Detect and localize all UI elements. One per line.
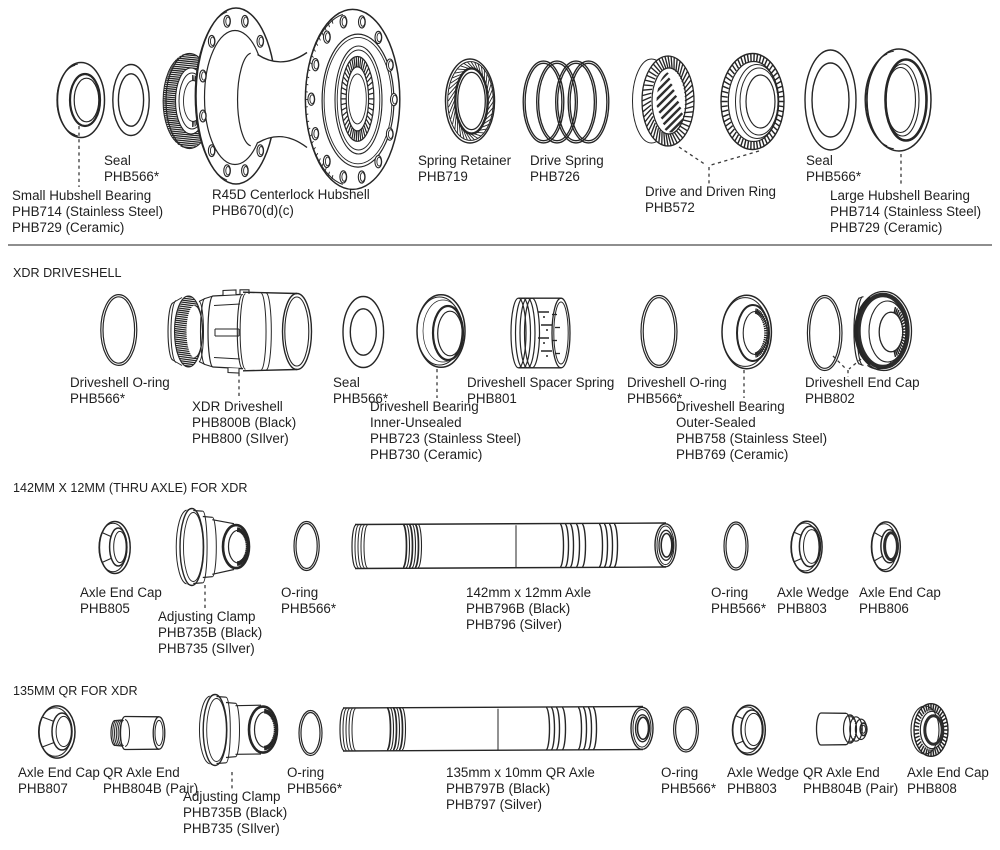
svg-text:PHB735B (Black): PHB735B (Black) — [158, 625, 262, 640]
svg-text:PHB796 (Silver): PHB796 (Silver) — [466, 617, 562, 632]
svg-text:PHB730 (Ceramic): PHB730 (Ceramic) — [370, 447, 482, 462]
svg-text:PHB804B (Pair): PHB804B (Pair) — [103, 781, 198, 796]
svg-text:PHB805: PHB805 — [80, 601, 130, 616]
svg-text:Driveshell End Cap: Driveshell End Cap — [805, 375, 920, 390]
svg-text:PHB802: PHB802 — [805, 391, 855, 406]
svg-text:Drive and Driven Ring: Drive and Driven Ring — [645, 184, 776, 199]
svg-text:PHB803: PHB803 — [727, 781, 777, 796]
svg-text:PHB566*: PHB566* — [806, 169, 861, 184]
svg-text:QR Axle End: QR Axle End — [803, 765, 880, 780]
svg-text:PHB800 (SIlver): PHB800 (SIlver) — [192, 431, 289, 446]
svg-text:Driveshell Bearing: Driveshell Bearing — [676, 399, 785, 414]
svg-text:XDR Driveshell: XDR Driveshell — [192, 399, 283, 414]
svg-text:PHB566*: PHB566* — [104, 169, 159, 184]
svg-text:PHB769 (Ceramic): PHB769 (Ceramic) — [676, 447, 788, 462]
svg-text:O-ring: O-ring — [281, 585, 318, 600]
svg-text:PHB566*: PHB566* — [661, 781, 716, 796]
svg-text:PHB566*: PHB566* — [711, 601, 766, 616]
svg-text:PHB714 (Stainless Steel): PHB714 (Stainless Steel) — [12, 204, 163, 219]
svg-text:PHB804B (Pair): PHB804B (Pair) — [803, 781, 898, 796]
svg-text:PHB735B (Black): PHB735B (Black) — [183, 805, 287, 820]
svg-text:PHB566*: PHB566* — [627, 391, 682, 406]
svg-text:Drive Spring: Drive Spring — [530, 153, 604, 168]
svg-text:O-ring: O-ring — [287, 765, 324, 780]
svg-text:XDR DRIVESHELL: XDR DRIVESHELL — [13, 266, 121, 280]
svg-text:Driveshell O-ring: Driveshell O-ring — [627, 375, 727, 390]
svg-text:Axle End Cap: Axle End Cap — [80, 585, 162, 600]
svg-text:PHB808: PHB808 — [907, 781, 957, 796]
svg-text:Axle End Cap: Axle End Cap — [859, 585, 941, 600]
svg-text:PHB735 (SIlver): PHB735 (SIlver) — [158, 641, 255, 656]
svg-text:Outer-Sealed: Outer-Sealed — [676, 415, 756, 430]
svg-text:Driveshell O-ring: Driveshell O-ring — [70, 375, 170, 390]
svg-text:PHB719: PHB719 — [418, 169, 468, 184]
svg-text:135MM QR FOR XDR: 135MM QR FOR XDR — [13, 684, 138, 698]
svg-text:Seal: Seal — [333, 375, 360, 390]
svg-text:Axle Wedge: Axle Wedge — [727, 765, 799, 780]
svg-text:R45D Centerlock Hubshell: R45D Centerlock Hubshell — [212, 187, 370, 202]
svg-text:Seal: Seal — [806, 153, 833, 168]
svg-text:PHB797 (Silver): PHB797 (Silver) — [446, 797, 542, 812]
svg-text:PHB566*: PHB566* — [70, 391, 125, 406]
svg-text:PHB566*: PHB566* — [281, 601, 336, 616]
svg-text:PHB735 (SIlver): PHB735 (SIlver) — [183, 821, 280, 836]
svg-text:PHB729 (Ceramic): PHB729 (Ceramic) — [12, 220, 124, 235]
svg-text:PHB572: PHB572 — [645, 200, 695, 215]
svg-text:142MM X 12MM (THRU AXLE) FOR X: 142MM X 12MM (THRU AXLE) FOR XDR — [13, 481, 247, 495]
svg-text:Axle Wedge: Axle Wedge — [777, 585, 849, 600]
svg-text:135mm x 10mm QR Axle: 135mm x 10mm QR Axle — [446, 765, 595, 780]
svg-text:PHB803: PHB803 — [777, 601, 827, 616]
svg-text:Axle End Cap: Axle End Cap — [907, 765, 989, 780]
svg-text:PHB801: PHB801 — [467, 391, 517, 406]
svg-text:Seal: Seal — [104, 153, 131, 168]
svg-text:O-ring: O-ring — [711, 585, 748, 600]
svg-text:QR Axle End: QR Axle End — [103, 765, 180, 780]
svg-text:142mm x 12mm Axle: 142mm x 12mm Axle — [466, 585, 591, 600]
svg-text:Small Hubshell Bearing: Small Hubshell Bearing — [12, 188, 151, 203]
svg-text:PHB807: PHB807 — [18, 781, 68, 796]
svg-text:PHB758 (Stainless Steel): PHB758 (Stainless Steel) — [676, 431, 827, 446]
svg-text:Driveshell Spacer Spring: Driveshell Spacer Spring — [467, 375, 614, 390]
svg-text:PHB723 (Stainless Steel): PHB723 (Stainless Steel) — [370, 431, 521, 446]
svg-text:Inner-Unsealed: Inner-Unsealed — [370, 415, 462, 430]
svg-text:PHB714 (Stainless Steel): PHB714 (Stainless Steel) — [830, 204, 981, 219]
svg-text:PHB797B (Black): PHB797B (Black) — [446, 781, 550, 796]
svg-text:Spring Retainer: Spring Retainer — [418, 153, 512, 168]
svg-text:PHB806: PHB806 — [859, 601, 909, 616]
svg-text:Large Hubshell Bearing: Large Hubshell Bearing — [830, 188, 970, 203]
svg-text:PHB566*: PHB566* — [333, 391, 388, 406]
svg-text:PHB726: PHB726 — [530, 169, 580, 184]
svg-text:Driveshell Bearing: Driveshell Bearing — [370, 399, 479, 414]
svg-text:Axle End Cap: Axle End Cap — [18, 765, 100, 780]
svg-text:PHB800B (Black): PHB800B (Black) — [192, 415, 296, 430]
svg-text:Adjusting Clamp: Adjusting Clamp — [158, 609, 256, 624]
svg-text:Adjusting Clamp: Adjusting Clamp — [183, 789, 281, 804]
svg-text:PHB796B (Black): PHB796B (Black) — [466, 601, 570, 616]
svg-text:PHB729 (Ceramic): PHB729 (Ceramic) — [830, 220, 942, 235]
svg-text:PHB670(d)(c): PHB670(d)(c) — [212, 203, 294, 218]
svg-text:PHB566*: PHB566* — [287, 781, 342, 796]
svg-text:O-ring: O-ring — [661, 765, 698, 780]
